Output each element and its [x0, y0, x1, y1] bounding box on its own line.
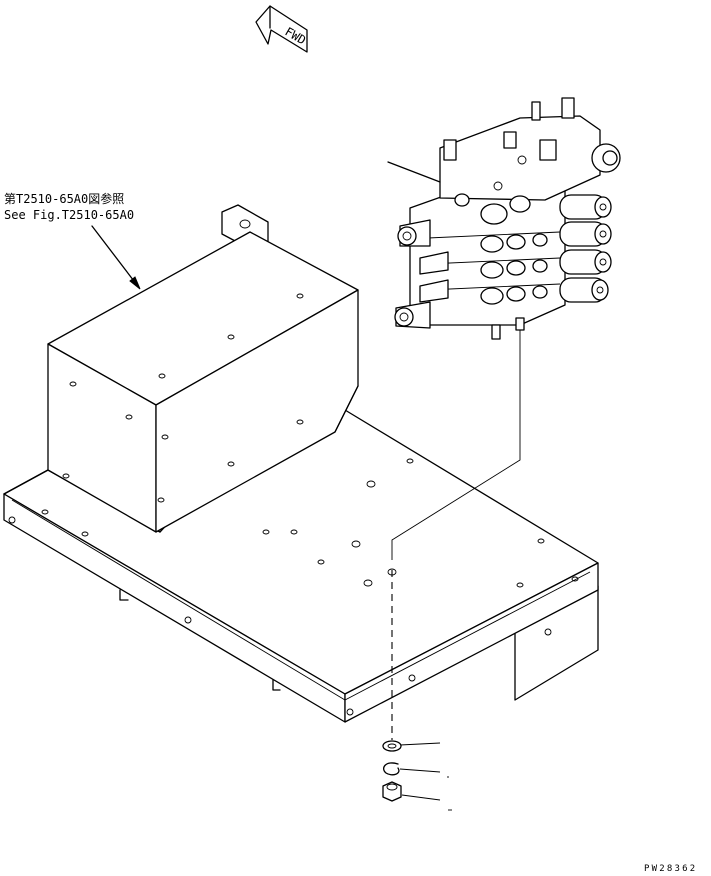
box-cover — [47, 204, 359, 533]
hex-nut — [382, 781, 402, 802]
drawing-code: PW28362 — [644, 864, 697, 874]
spring-washer — [383, 762, 400, 776]
leader-lines — [387, 161, 521, 811]
solenoid-column — [559, 194, 612, 303]
washer — [382, 740, 402, 752]
fwd-arrow: FWD — [255, 5, 308, 53]
control-valve — [394, 97, 621, 340]
base-plate — [3, 409, 599, 723]
reference-note-en: See Fig.T2510-65A0 — [4, 208, 134, 222]
reference-leader-arrow — [91, 225, 141, 290]
reference-note-jp: 第T2510-65A0図参照 — [4, 191, 124, 206]
